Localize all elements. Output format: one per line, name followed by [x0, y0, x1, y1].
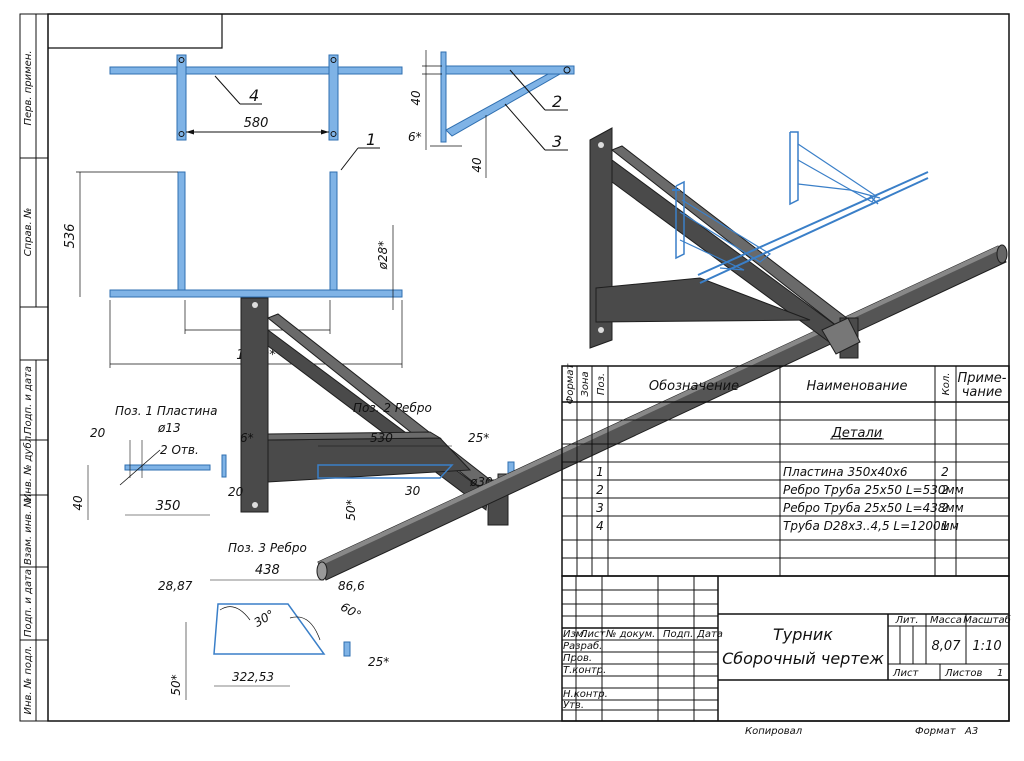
plate-dim-6: 6* — [240, 431, 254, 445]
stamp-data: Дата — [696, 629, 723, 640]
stamp-nkontr: Н.контр. — [563, 689, 608, 700]
stamp-perv-primen: Перв. примен. — [23, 50, 34, 125]
spec-row-2-name: Ребро Труба 25х50 L=530мм — [783, 483, 964, 497]
stamp-sheet: Лист — [892, 668, 920, 679]
footer-format: Формат — [915, 726, 957, 737]
dim-6-bracket: 6* — [408, 130, 422, 144]
stamp-podp-data-2: Подп. и дата — [23, 569, 34, 637]
dim-40-bottom: 40 — [470, 157, 484, 173]
plate-title: Поз. 1 Пластина — [115, 404, 217, 418]
rib3-dim-438: 438 — [255, 563, 280, 578]
stamp-prov: Пров. — [563, 653, 592, 664]
sheets-value: 1 — [997, 668, 1003, 679]
spec-row-2-qty: 2 — [941, 483, 949, 497]
dim-d28: ø28* — [376, 241, 390, 271]
dim-40-top: 40 — [409, 90, 423, 106]
rib3-angle-30: 30° — [251, 607, 276, 630]
top-view: 580 4 — [109, 54, 403, 141]
rib3-dim-50: 50* — [169, 674, 183, 695]
spec-head-note-2: чание — [962, 385, 1003, 400]
rib2-title: Поз. 2 Ребро — [353, 401, 432, 415]
plate-dim-d13: ø13 — [157, 421, 181, 435]
mass-value: 8,07 — [932, 639, 962, 654]
dim-536: 536 — [63, 224, 78, 249]
pos-label-2: 2 — [552, 92, 562, 111]
bracket-3d-blue — [672, 131, 929, 284]
rib2-dim-30: 30 — [405, 484, 421, 498]
stamp-ndoc: № докум. — [605, 629, 655, 640]
spec-row-1-qty: 2 — [941, 465, 949, 479]
spec-head-name: Наименование — [806, 379, 907, 394]
spec-row-3-pos: 3 — [596, 501, 604, 515]
rib3-dim-2887: 28,87 — [158, 579, 193, 593]
plate-dim-20: 20 — [90, 426, 106, 440]
stamp-lit: Лит. — [894, 615, 918, 626]
stamp-inv-dubl: Инв. № дубл. — [22, 433, 34, 501]
spec-row-3-qty: 2 — [941, 501, 949, 515]
rib2-dim-50: 50* — [344, 499, 358, 520]
bracket-3d-right — [589, 127, 861, 359]
stamp-masshtab: Масштаб — [963, 614, 1011, 626]
specification-table: Формат Зона Поз. Обозначение Наименовани… — [561, 363, 1010, 577]
left-stamp-strip: Перв. примен. Справ. № Подп. и дата Инв.… — [19, 13, 49, 722]
pos-label-3: 3 — [552, 132, 562, 151]
stamp-podp: Подп. — [663, 629, 693, 640]
spec-head-pos: Поз. — [596, 373, 607, 395]
drawing-frame — [47, 13, 1010, 722]
spec-row-1-pos: 1 — [596, 465, 604, 479]
rib3-dim-866: 86,6 — [338, 579, 365, 593]
stamp-sheets: Листов — [944, 668, 982, 679]
bracket-side-view: 40 6* 40 2 3 — [408, 50, 575, 178]
stamp-vzam-inv: Взам. инв. № — [23, 497, 34, 565]
stamp-podp-data-1: Подп. и дата — [23, 366, 34, 434]
corner-stamp — [48, 14, 223, 49]
front-view: 536 ø28* 595 1200* 1 — [63, 130, 403, 368]
plate-dim-20b: 20 — [228, 485, 244, 499]
stamp-sprav: Справ. № — [23, 208, 34, 257]
spec-row-3-name: Ребро Труба 25х50 L=438мм — [783, 501, 964, 515]
rib3-dim-32253: 322,53 — [232, 670, 274, 684]
title-block: Изм. Лист № докум. Подп. Дата Разраб. Пр… — [561, 575, 1011, 722]
pos-label-4: 4 — [249, 86, 259, 105]
plate-holes: 2 Отв. — [160, 443, 199, 457]
rib2-detail: Поз. 2 Ребро 530 25* 30 ø30 50* — [317, 401, 515, 521]
stamp-tkontr: Т.контр. — [563, 665, 606, 676]
spec-head-format: Формат — [565, 363, 576, 405]
dim-580: 580 — [244, 116, 269, 131]
spec-row-4-pos: 4 — [596, 519, 604, 533]
spec-head-qty: Кол. — [941, 373, 952, 396]
scale-value: 1:10 — [972, 639, 1001, 654]
spec-row-2-pos: 2 — [596, 483, 604, 497]
rib2-dim-530: 530 — [370, 431, 393, 445]
stamp-massa: Масса — [930, 615, 962, 626]
spec-row-1-name: Пластина 350х40х6 — [783, 465, 908, 479]
stamp-inv-podl: Инв. № подл. — [23, 646, 34, 715]
footer-format-value: А3 — [964, 726, 978, 737]
spec-section-details: Детали — [831, 426, 882, 441]
footer-copied: Копировал — [745, 726, 803, 737]
drawing-subtitle: Сборочный чертеж — [722, 649, 884, 668]
rib3-dim-25: 25* — [368, 655, 389, 669]
pos-label-1: 1 — [366, 130, 376, 149]
spec-row-4-qty: 1 — [941, 519, 949, 533]
drawing-title: Турник — [773, 625, 833, 644]
spec-row-4-name: Труба D28х3..4,5 L=1200мм — [783, 519, 959, 533]
spec-head-zone: Зона — [580, 371, 591, 396]
spec-head-note-1: Приме- — [958, 371, 1007, 386]
plate-dim-40: 40 — [71, 495, 85, 511]
plate-detail: Поз. 1 Пластина 20 ø13 2 Отв. 6* 20 40 3… — [71, 404, 254, 520]
spec-head-designation: Обозначение — [649, 379, 739, 394]
stamp-list: Лист — [579, 629, 607, 640]
stamp-razrab: Разраб. — [563, 640, 602, 652]
rib3-angle-60: 60° — [338, 600, 363, 623]
rib3-title: Поз. 3 Ребро — [228, 541, 307, 555]
stamp-utv: Утв. — [563, 700, 584, 711]
rib2-dim-25: 25* — [468, 431, 489, 445]
stamp-izm: Изм. — [563, 629, 587, 640]
plate-dim-350: 350 — [156, 499, 181, 514]
